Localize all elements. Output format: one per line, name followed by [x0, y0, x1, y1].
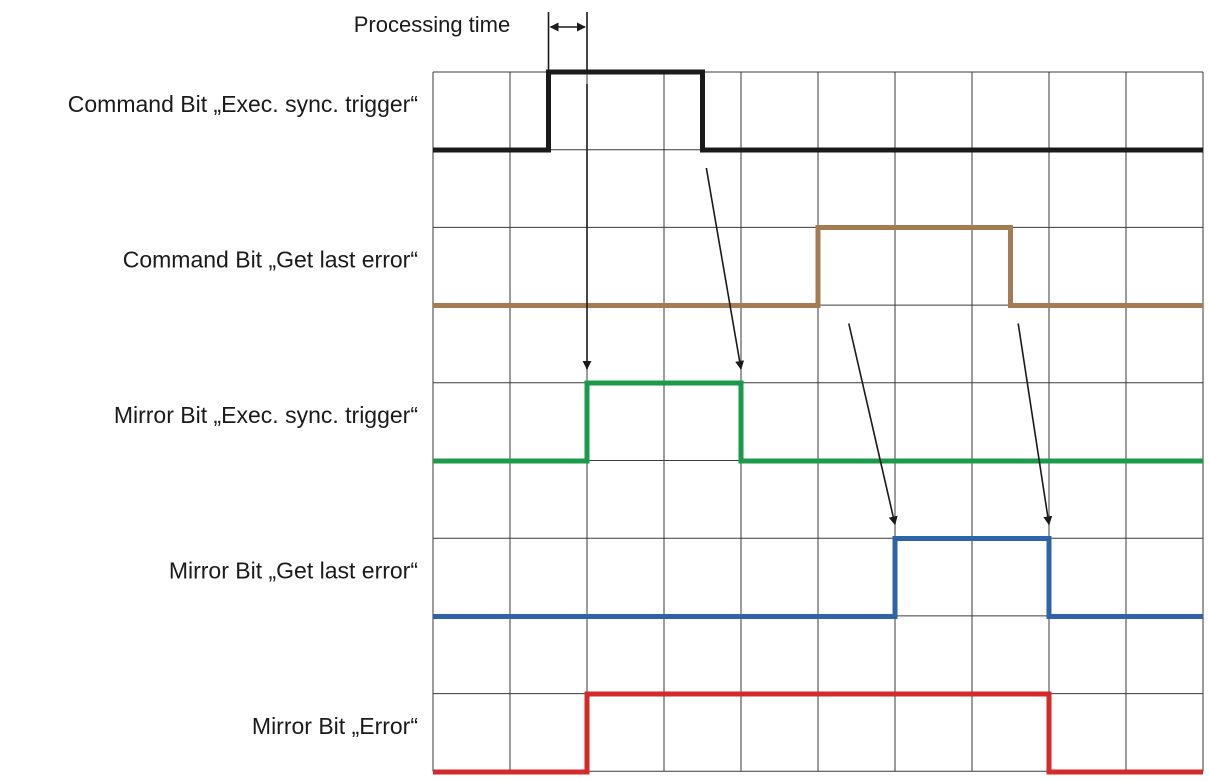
signal-label-mirror-exec-sync-trigger: Mirror Bit „Exec. sync. trigger“	[114, 402, 418, 428]
signal-trace-cmd-get-last-error	[433, 225, 1203, 308]
signal-label-mirror-error: Mirror Bit „Error“	[252, 713, 418, 739]
causality-arrow-4	[1017, 323, 1053, 526]
signal-label-cmd-exec-sync-trigger: Command Bit „Exec. sync. trigger“	[68, 91, 418, 117]
causality-arrows	[582, 84, 1053, 526]
signal-trace-mirror-get-last-error	[433, 536, 1203, 619]
signal-trace-cmd-exec-sync-trigger	[433, 69, 1203, 153]
signal-traces	[433, 69, 1203, 775]
processing-time-annotation: Processing time	[354, 12, 588, 70]
causality-arrow-3	[848, 323, 898, 526]
signal-trace-mirror-exec-sync-trigger	[433, 380, 1203, 464]
causality-arrow-2	[705, 167, 745, 370]
signal-trace-mirror-error	[433, 691, 1203, 775]
grid	[432, 71, 1204, 772]
signal-labels: Command Bit „Exec. sync. trigger“ Command…	[68, 91, 418, 739]
signal-label-mirror-get-last-error: Mirror Bit „Get last error“	[169, 558, 418, 584]
processing-time-label: Processing time	[354, 12, 511, 37]
signal-label-cmd-get-last-error: Command Bit „Get last error“	[123, 247, 418, 273]
